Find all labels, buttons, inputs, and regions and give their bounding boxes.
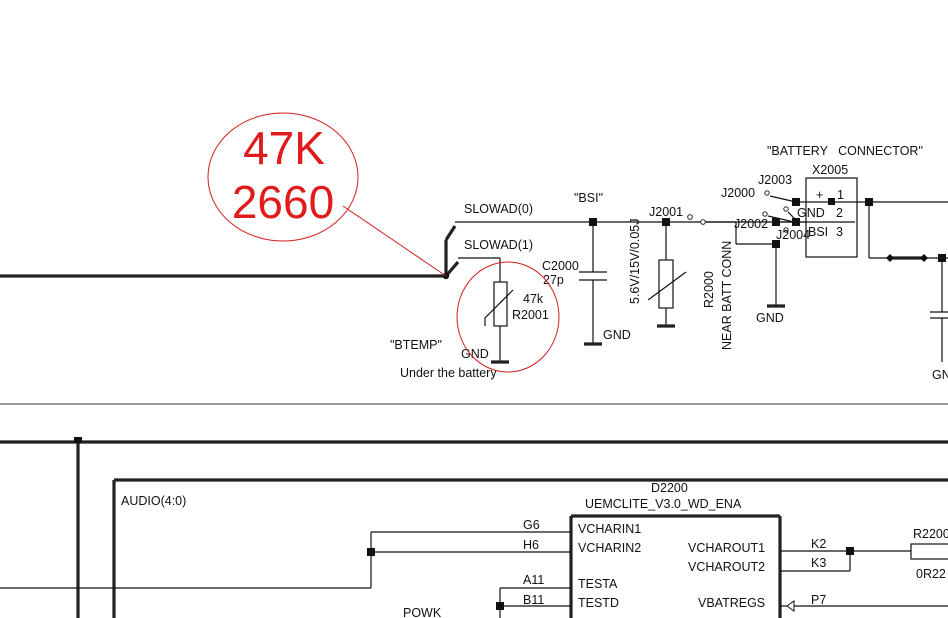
pin-name-vcharout1: VCHAROUT1 (688, 541, 765, 555)
d2200-ref: D2200 (651, 481, 688, 495)
net-label-bsi: "BSI" (574, 191, 603, 205)
j2001-label: J2001 (649, 205, 683, 219)
x2005-pin1: 1 (837, 188, 844, 202)
net-label-slowad0: SLOWAD(0) (464, 202, 533, 216)
under-battery-note: Under the battery (400, 366, 497, 380)
r2000-varistor (647, 222, 687, 328)
j2003-label: J2003 (758, 173, 792, 187)
x2005-ref: X2005 (812, 163, 848, 177)
jumper-network (706, 195, 806, 308)
gnd-label-jumpers: GND (756, 311, 784, 325)
x2005-pin2: 2 (836, 206, 843, 220)
x2005-connector (805, 177, 948, 362)
pin-num-k2: K2 (811, 537, 826, 551)
near-batt-conn-label: NEAR BATT CONN (720, 241, 734, 350)
d2200-pin-wires (0, 531, 948, 618)
pin-num-p7: P7 (811, 593, 826, 607)
battery-connector-label: "BATTERY CONNECTOR" (767, 144, 923, 158)
x2005-pin-gnd: GND (797, 206, 825, 220)
j2004-label: J2004 (776, 228, 810, 242)
pin-name-testd: TESTD (578, 596, 619, 610)
net-label-audio: AUDIO(4:0) (121, 494, 186, 508)
r2200-ref: R2200 (913, 527, 948, 541)
j2002-label: J2002 (734, 217, 768, 231)
audio-bus (0, 437, 948, 618)
pin-name-vcharin2: VCHARIN2 (578, 541, 641, 555)
pin-num-g6: G6 (523, 518, 540, 532)
annotation-line2: 2660 (232, 176, 334, 228)
d2200-ic-body (569, 514, 782, 618)
r2200-value: 0R22 (916, 567, 946, 581)
c2000-capacitor (579, 222, 607, 346)
x2005-pin3: 3 (836, 225, 843, 239)
j2000-label: J2000 (721, 186, 755, 200)
annotation-line1: 47K (243, 122, 325, 174)
gnd-label-cut: GN (932, 368, 948, 382)
annotation-callout (207, 112, 560, 373)
x2005-pin-plus: + (816, 188, 823, 202)
pin-name-vcharout2: VCHAROUT2 (688, 560, 765, 574)
pin-num-h6: H6 (523, 538, 539, 552)
d2200-part: UEMCLITE_V3.0_WD_ENA (585, 497, 742, 511)
pin-name-vcharin1: VCHARIN1 (578, 522, 641, 536)
pin-num-k3: K3 (811, 556, 826, 570)
net-label-slowad1: SLOWAD(1) (464, 238, 533, 252)
r2000-ref: R2000 (702, 271, 716, 308)
r2001-ref: R2001 (512, 308, 549, 322)
pin-name-testa: TESTA (578, 577, 618, 591)
x2005-pin-bsi: BSI (808, 225, 828, 239)
pin-num-a11: A11 (523, 573, 544, 587)
net-label-btemp: "BTEMP" (390, 338, 442, 352)
net-label-powk: POWK (403, 606, 442, 618)
r2001-thermistor (484, 281, 514, 327)
pin-num-b11: B11 (523, 593, 544, 607)
r2001-value: 47k (523, 292, 544, 306)
c2000-ref: C2000 (542, 259, 579, 273)
pin-name-vbatregs: VBATREGS (698, 596, 765, 610)
gnd-label-c2000: GND (603, 328, 631, 342)
r2000-rating: 5.6V/15V/0.05J (628, 219, 642, 304)
